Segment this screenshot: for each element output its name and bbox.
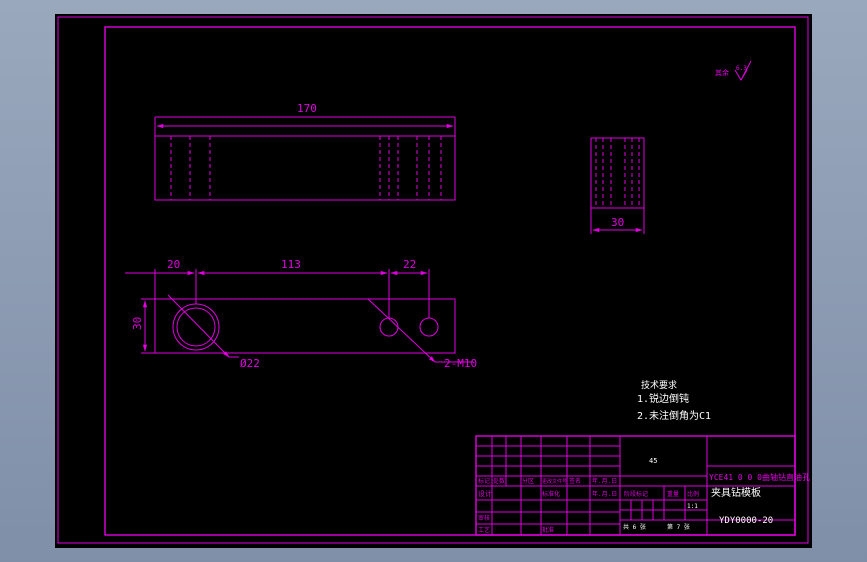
tb-sheet-no: 第 7 张: [667, 523, 690, 531]
outer-frame: [57, 16, 809, 544]
side-view: [590, 137, 645, 234]
dim-thread-note: 2-M10: [444, 357, 477, 370]
tb-standardize: 标准化: [542, 490, 560, 498]
plan-view: [125, 269, 473, 363]
tb-material: 45: [649, 457, 657, 465]
tb-date: 年.月.日: [592, 477, 617, 485]
title-block: [475, 435, 796, 536]
dim-right-offset: 22: [403, 258, 416, 271]
roughness-symbol-icon: [734, 60, 752, 81]
tb-count: 处数: [493, 477, 505, 485]
dim-left-offset: 20: [167, 258, 180, 271]
dim-side-width: 30: [611, 216, 624, 229]
tb-sign-date: 年.月.日: [592, 490, 617, 498]
tech-title: 技术要求: [641, 379, 677, 391]
drawing-canvas: 其余 6.3 170 30: [57, 16, 810, 544]
roughness-value: 6.3: [736, 65, 747, 72]
dim-height: 30: [131, 317, 144, 330]
tb-change-doc: 更改文件号: [542, 478, 567, 485]
tb-process: 工艺: [478, 526, 490, 534]
tech-line-2: 2.未注倒角为C1: [637, 409, 711, 422]
tb-review: 审核: [478, 514, 490, 522]
tech-line-1: 1.锐边倒钝: [637, 392, 689, 405]
cad-viewport[interactable]: 其余 6.3 170 30: [55, 14, 812, 548]
tb-signature: 签名: [569, 477, 581, 485]
tb-scale: 1:1: [687, 503, 698, 510]
tb-sheet-total: 共 6 张: [623, 523, 646, 531]
tb-weight: 重量: [667, 490, 679, 498]
tb-part-line2: 夹具钻模板: [711, 486, 761, 499]
roughness-label: 其余: [715, 68, 729, 77]
dim-top-length: 170: [297, 102, 317, 115]
tb-mark: 标记: [478, 477, 490, 485]
dim-hole-spacing: 113: [281, 258, 301, 271]
tb-part-line1: YCE41 0 0 0曲轴钻直油孔: [709, 472, 810, 482]
tb-ratio: 比例: [687, 490, 699, 498]
tb-stage-mark: 阶段标记: [624, 490, 648, 498]
dim-hole-diameter: Ø22: [240, 357, 260, 370]
inner-frame: [104, 26, 796, 536]
tb-drawing-no: YDY0000-20: [719, 516, 773, 526]
front-view: [154, 116, 456, 201]
tb-designer: 设计: [478, 489, 492, 498]
tb-zone: 分区: [522, 477, 534, 485]
tb-approve: 批准: [542, 526, 554, 534]
